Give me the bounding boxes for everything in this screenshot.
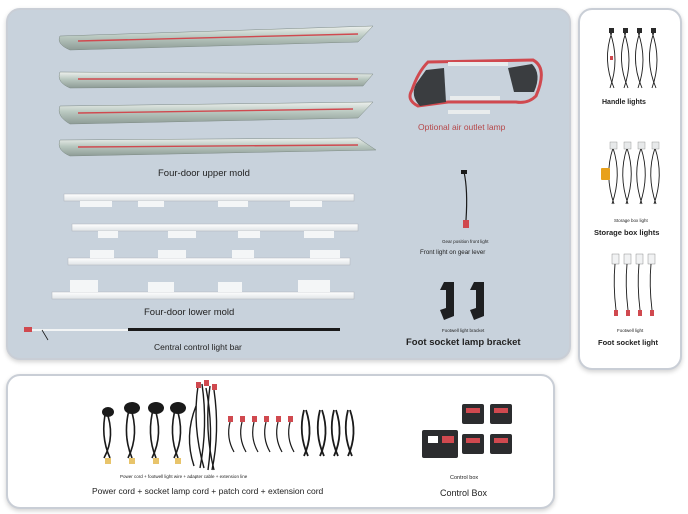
foot-socket-label: Foot socket light: [598, 338, 658, 347]
footwell-bracket-small-label: Footwell light bracket: [442, 328, 485, 333]
socket-lamp-cords: [102, 405, 182, 459]
main-panel-art: [24, 25, 543, 341]
cords-label: Power cord + socket lamp cord + patch co…: [92, 486, 324, 496]
side-panel-art: [601, 28, 660, 316]
patch-cords: [228, 416, 295, 453]
footwell-light-small-label: Footwell light: [617, 328, 644, 333]
cords-small-label: Power cord + footwell light wire + adapt…: [120, 474, 248, 479]
storage-box-lights: [608, 147, 660, 205]
central-light-bar: [24, 327, 340, 341]
air-outlet-lamp: [408, 58, 543, 114]
storage-connector-icon: [601, 168, 610, 180]
bottom-panel-art: [102, 380, 512, 471]
upper-mold-label: Four-door upper mold: [158, 168, 250, 179]
air-outlet-label: Optional air outlet lamp: [418, 122, 506, 132]
side-panel: Handle lights Storage box light Storage …: [578, 8, 682, 370]
foot-bracket-left: [440, 282, 454, 320]
bottom-panel: Power cord + footwell light wire + adapt…: [6, 374, 555, 509]
storage-lights-label: Storage box lights: [594, 228, 660, 237]
upper-mold-3: [58, 101, 374, 125]
lower-mold-label: Four-door lower mold: [144, 307, 235, 318]
control-box-modules: [462, 404, 512, 454]
main-panel: Four-door upper mold Four-door lower mol…: [6, 8, 571, 360]
handle-lights-label: Handle lights: [602, 99, 646, 106]
control-small-label: Control box: [450, 475, 479, 481]
lower-mold-1: [63, 193, 355, 207]
gear-small-label: Gear position front light: [442, 239, 489, 244]
extension-cords: [300, 409, 355, 457]
foot-bracket-label: Foot socket lamp bracket: [406, 337, 521, 348]
upper-mold-2: [58, 71, 374, 89]
gear-lever-light: [461, 170, 469, 228]
foot-bracket-right: [470, 282, 484, 320]
control-box-label: Control Box: [440, 488, 488, 498]
storage-small-label: Storage box light: [614, 218, 648, 223]
handle-lights: [607, 31, 658, 89]
lower-mold-4: [51, 280, 355, 300]
light-bar-label: Central control light bar: [154, 342, 242, 352]
gear-label: Front light on gear lever: [420, 249, 486, 256]
foot-socket-lights: [611, 253, 656, 316]
lower-mold-2: [71, 223, 359, 238]
upper-mold-4: [58, 137, 377, 157]
power-cord-bundle: [188, 383, 218, 471]
lower-mold-3: [67, 250, 351, 266]
control-box-main: [422, 430, 458, 458]
upper-mold-1: [58, 25, 374, 51]
